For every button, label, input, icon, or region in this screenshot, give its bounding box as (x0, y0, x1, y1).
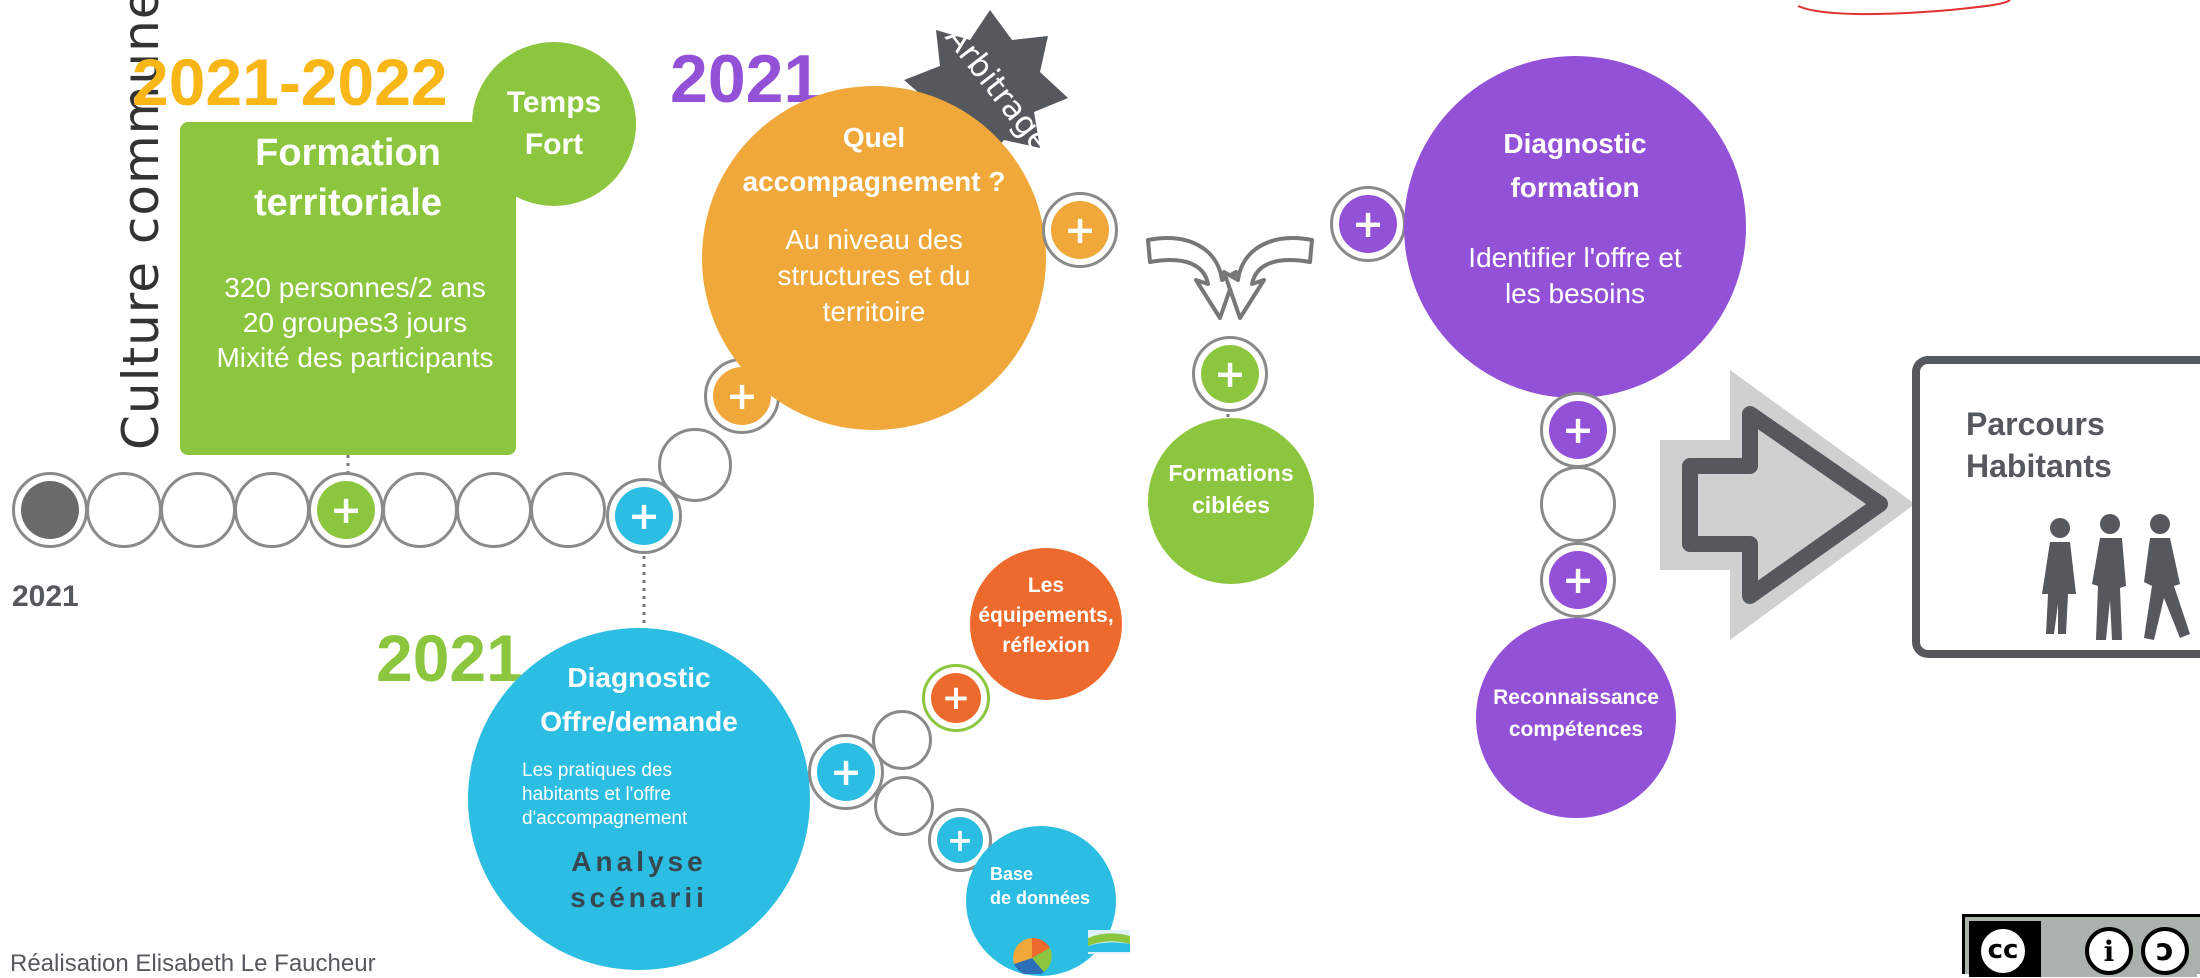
equipements-circle: Les équipements, réflexion (970, 548, 1122, 700)
branch-node (874, 776, 934, 836)
reconnaissance-circle: Reconnaissance compétences (1476, 618, 1676, 818)
diagnostic-offre-plus-button[interactable]: + (808, 734, 884, 810)
parcours-habitants-box: Parcours Habitants (1912, 356, 2200, 658)
temps-fort-circle: Temps Fort (472, 42, 636, 206)
attribution-icon: i (2085, 927, 2133, 975)
accompagnement-plus-button[interactable]: + (1042, 192, 1118, 268)
big-right-arrow-icon (1660, 370, 1915, 640)
formation-line-3: Mixité des participants (216, 342, 494, 373)
timeline-year-label: 2021 (12, 580, 79, 613)
reconnaissance-node (1540, 466, 1616, 542)
timeline-node (530, 472, 606, 548)
accompagnement-circle: Quel accompagnement ? Au niveau des stru… (702, 86, 1046, 430)
equipements-plus-button[interactable]: + (922, 664, 990, 732)
branch-node (872, 710, 932, 770)
share-alike-icon: ↄ (2141, 927, 2189, 975)
formation-years: 2021-2022 (132, 45, 448, 119)
cc-license-badge: cc i ↄ (1962, 914, 2200, 977)
diagnostic-formation-circle: Diagnostic formation Identifier l'offre … (1404, 56, 1746, 398)
cc-icon: cc (1977, 925, 2029, 977)
diagnostic-offre-year: 2021 (376, 621, 523, 695)
formation-line-1: 320 personnes/2 ans (224, 272, 486, 303)
formation-title-2: territoriale (254, 182, 442, 224)
double-arrow-icon (1146, 236, 1314, 320)
footer-credit: Réalisation Elisabeth Le Faucheur (10, 950, 376, 977)
diagnostic-offre-circle: Diagnostic Offre/demande Les pratiques d… (468, 628, 810, 970)
diagnostic-formation-plus-button[interactable]: + (1330, 186, 1406, 262)
timeline-plus-button-blue[interactable]: + (606, 478, 682, 554)
timeline-node (658, 428, 732, 502)
reconnaissance-plus-button-bottom[interactable]: + (1540, 542, 1616, 618)
formations-plus-button[interactable]: + (1192, 336, 1268, 412)
pie-chart-icon (1013, 937, 1052, 974)
base-donnees-plus-button[interactable]: + (928, 808, 992, 872)
formation-line-2: 20 groupes3 jours (242, 307, 468, 338)
walking-people-icon (2042, 514, 2190, 640)
formation-territoriale-box: Formation territoriale (180, 122, 516, 455)
area-chart-icon (1088, 930, 1130, 954)
formations-ciblees-circle: Formations ciblées (1148, 418, 1314, 584)
formation-title-1: Formation (255, 132, 441, 174)
